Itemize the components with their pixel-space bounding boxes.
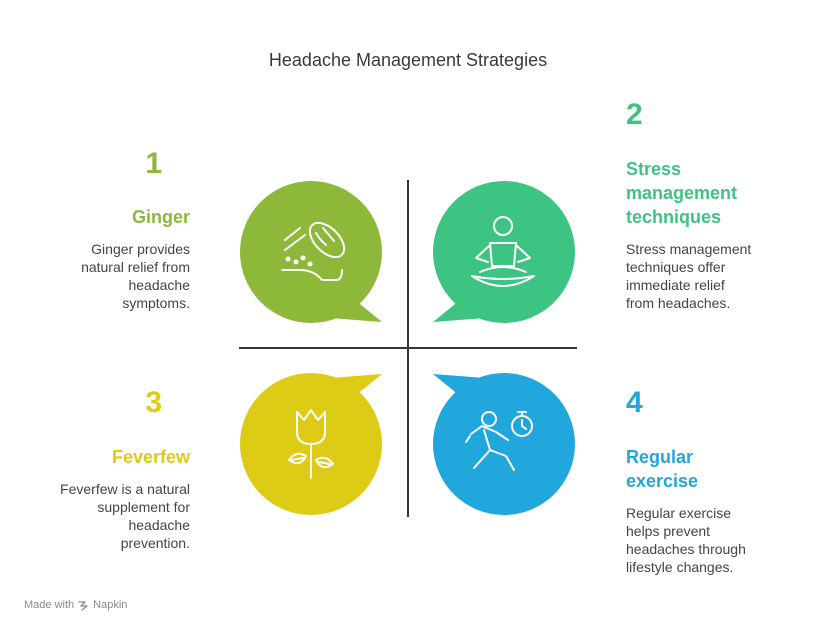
description-line: helps prevent <box>626 523 711 539</box>
item-number-stress: 2 <box>626 98 643 131</box>
footer-made-with: Made with <box>24 599 75 611</box>
heading-line: management <box>626 183 738 203</box>
heading-line: techniques <box>626 207 722 227</box>
description-line: headaches through <box>626 541 746 557</box>
heading-line: Stress <box>626 159 682 179</box>
footer-brand: Napkin <box>93 599 128 611</box>
page-title: Headache Management Strategies <box>268 50 548 70</box>
item-description-feverfew: Feverfew is a natural supplement for hea… <box>20 480 190 552</box>
item-heading-feverfew: Feverfew <box>111 447 190 467</box>
item-heading-ginger: Ginger <box>131 207 190 227</box>
item-description-stress: Stress management techniques offer immed… <box>626 240 806 312</box>
footer-attribution: Made with Napkin <box>24 599 127 611</box>
description-line: symptoms. <box>122 295 190 311</box>
description-line: headache <box>128 517 190 533</box>
description-line: techniques offer <box>626 259 726 275</box>
bubble-ginger <box>240 181 382 323</box>
item-heading-exercise: Regular exercise <box>626 445 806 493</box>
item-number-feverfew: 3 <box>145 386 162 419</box>
description-line: immediate relief <box>626 277 725 293</box>
meditation-icon <box>471 216 535 287</box>
description-line: Ginger provides <box>91 241 190 257</box>
item-heading-stress: Stress management techniques <box>626 157 806 229</box>
description-line: prevention. <box>120 535 190 551</box>
heading-line: Regular <box>626 447 694 467</box>
item-number-ginger: 1 <box>145 147 162 180</box>
bubble-exercise <box>433 373 575 515</box>
item-description-ginger: Ginger provides natural relief from head… <box>30 240 190 312</box>
description-line: supplement for <box>97 499 190 515</box>
bubble-stress <box>433 181 575 323</box>
heading-line: exercise <box>626 471 699 491</box>
description-line: headache <box>128 277 190 293</box>
description-line: from headaches. <box>626 295 731 311</box>
description-line: Stress management <box>626 241 752 257</box>
description-line: Regular exercise <box>626 505 732 521</box>
item-number-exercise: 4 <box>626 386 643 419</box>
description-line: natural relief from <box>81 259 190 275</box>
description-line: Feverfew is a natural <box>60 481 190 497</box>
running-stopwatch-icon <box>465 411 533 471</box>
description-line: lifestyle changes. <box>626 559 734 575</box>
ginger-root-icon <box>281 221 346 281</box>
napkin-logo-icon <box>78 600 88 611</box>
tulip-flower-icon <box>288 409 334 479</box>
item-description-exercise: Regular exercise helps prevent headaches… <box>626 504 806 576</box>
